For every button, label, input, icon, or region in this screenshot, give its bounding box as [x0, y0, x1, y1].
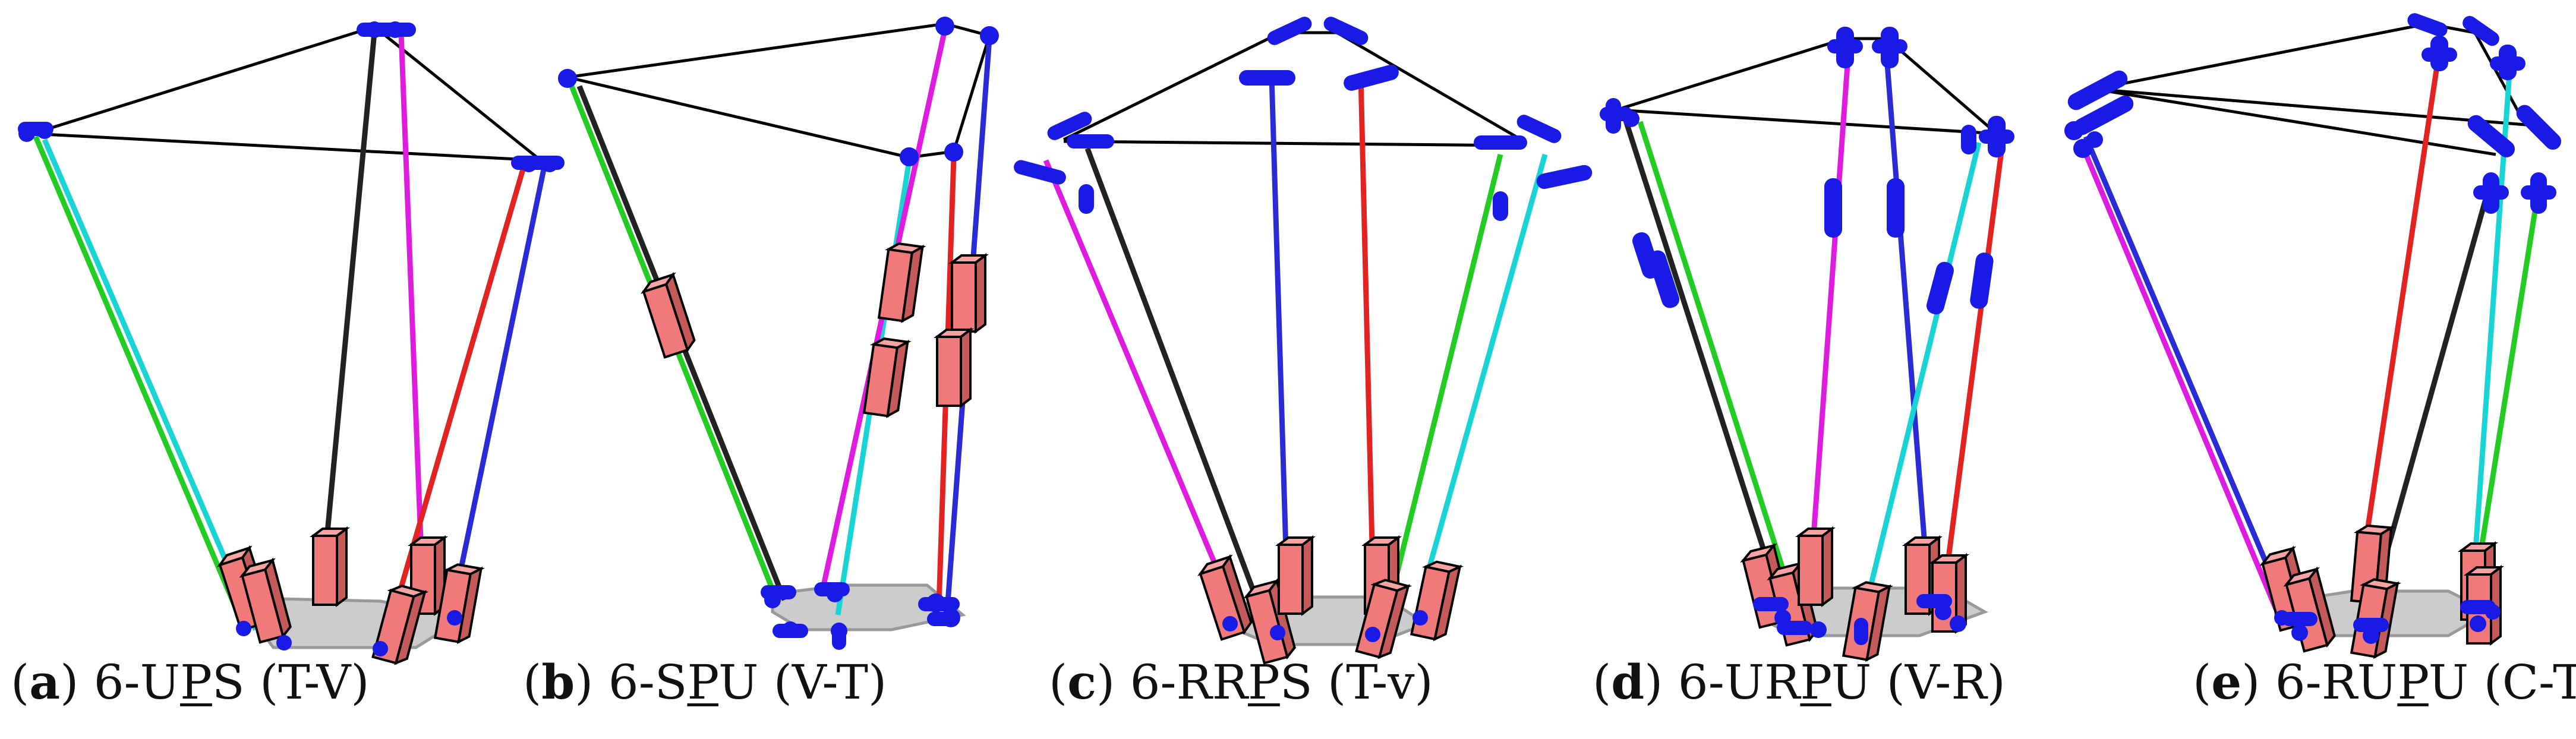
caption-b-underlined: P	[687, 655, 718, 710]
caption-e-tag: e	[2211, 654, 2242, 710]
panel-c	[1014, 17, 1593, 665]
panel-b-joints	[558, 17, 999, 650]
caption-c-post: S (T-v)	[1279, 655, 1433, 710]
caption-e-underlined: P	[2397, 655, 2429, 710]
panel-e	[2064, 13, 2562, 660]
panel-a-frame	[32, 25, 546, 162]
panel-a-joints	[18, 21, 565, 656]
panel-b-frame	[567, 22, 992, 159]
caption-d-underlined: P	[1800, 655, 1831, 710]
caption-b-post: U (V-T)	[718, 655, 887, 710]
caption-a-tag: a	[29, 654, 61, 710]
caption-a-post: S (T-V)	[212, 655, 370, 710]
panel-a-legs	[33, 32, 547, 640]
caption-a-pre: 6-U	[93, 655, 181, 710]
panel-b-legs	[567, 29, 992, 615]
caption-e: (e) 6-RUPU (C-T)	[2193, 658, 2576, 706]
caption-e-pre: 6-RU	[2275, 655, 2398, 710]
caption-d-tag: d	[1611, 654, 1645, 710]
panel-c-frame	[1062, 31, 1522, 147]
panel-d-joints	[1600, 27, 2014, 645]
caption-c-tag: c	[1067, 654, 1096, 710]
caption-a-underlined: P	[180, 655, 212, 710]
caption-c-pre: 6-RR	[1130, 655, 1248, 710]
caption-e-post: U (C-T)	[2428, 655, 2576, 710]
panel-c-joints	[1014, 17, 1593, 642]
caption-d-pre: 6-UR	[1678, 655, 1801, 710]
caption-c-underlined: P	[1247, 655, 1280, 710]
caption-c: (c) 6-RRPS (T-v)	[1049, 654, 1433, 710]
caption-b-pre: 6-S	[608, 655, 688, 710]
caption-b-tag: b	[541, 654, 575, 710]
panel-c-legs	[1043, 77, 1548, 625]
caption-d: (d) 6-URPU (V-R)	[1593, 654, 2006, 710]
panel-d-frame	[1616, 37, 2001, 135]
panel-d	[1600, 27, 2014, 663]
panel-b	[558, 17, 999, 650]
panel-a	[18, 21, 565, 667]
panel-e-frame	[2094, 22, 2528, 156]
caption-b: (b) 6-SPU (V-T)	[523, 654, 887, 710]
panel-e-joints	[2064, 13, 2562, 644]
panel-d-legs	[1622, 56, 2006, 607]
caption-a: (a) 6-UPS (T-V)	[11, 654, 370, 710]
panel-e-legs	[2077, 50, 2540, 610]
caption-d-post: U (V-R)	[1831, 655, 2006, 710]
